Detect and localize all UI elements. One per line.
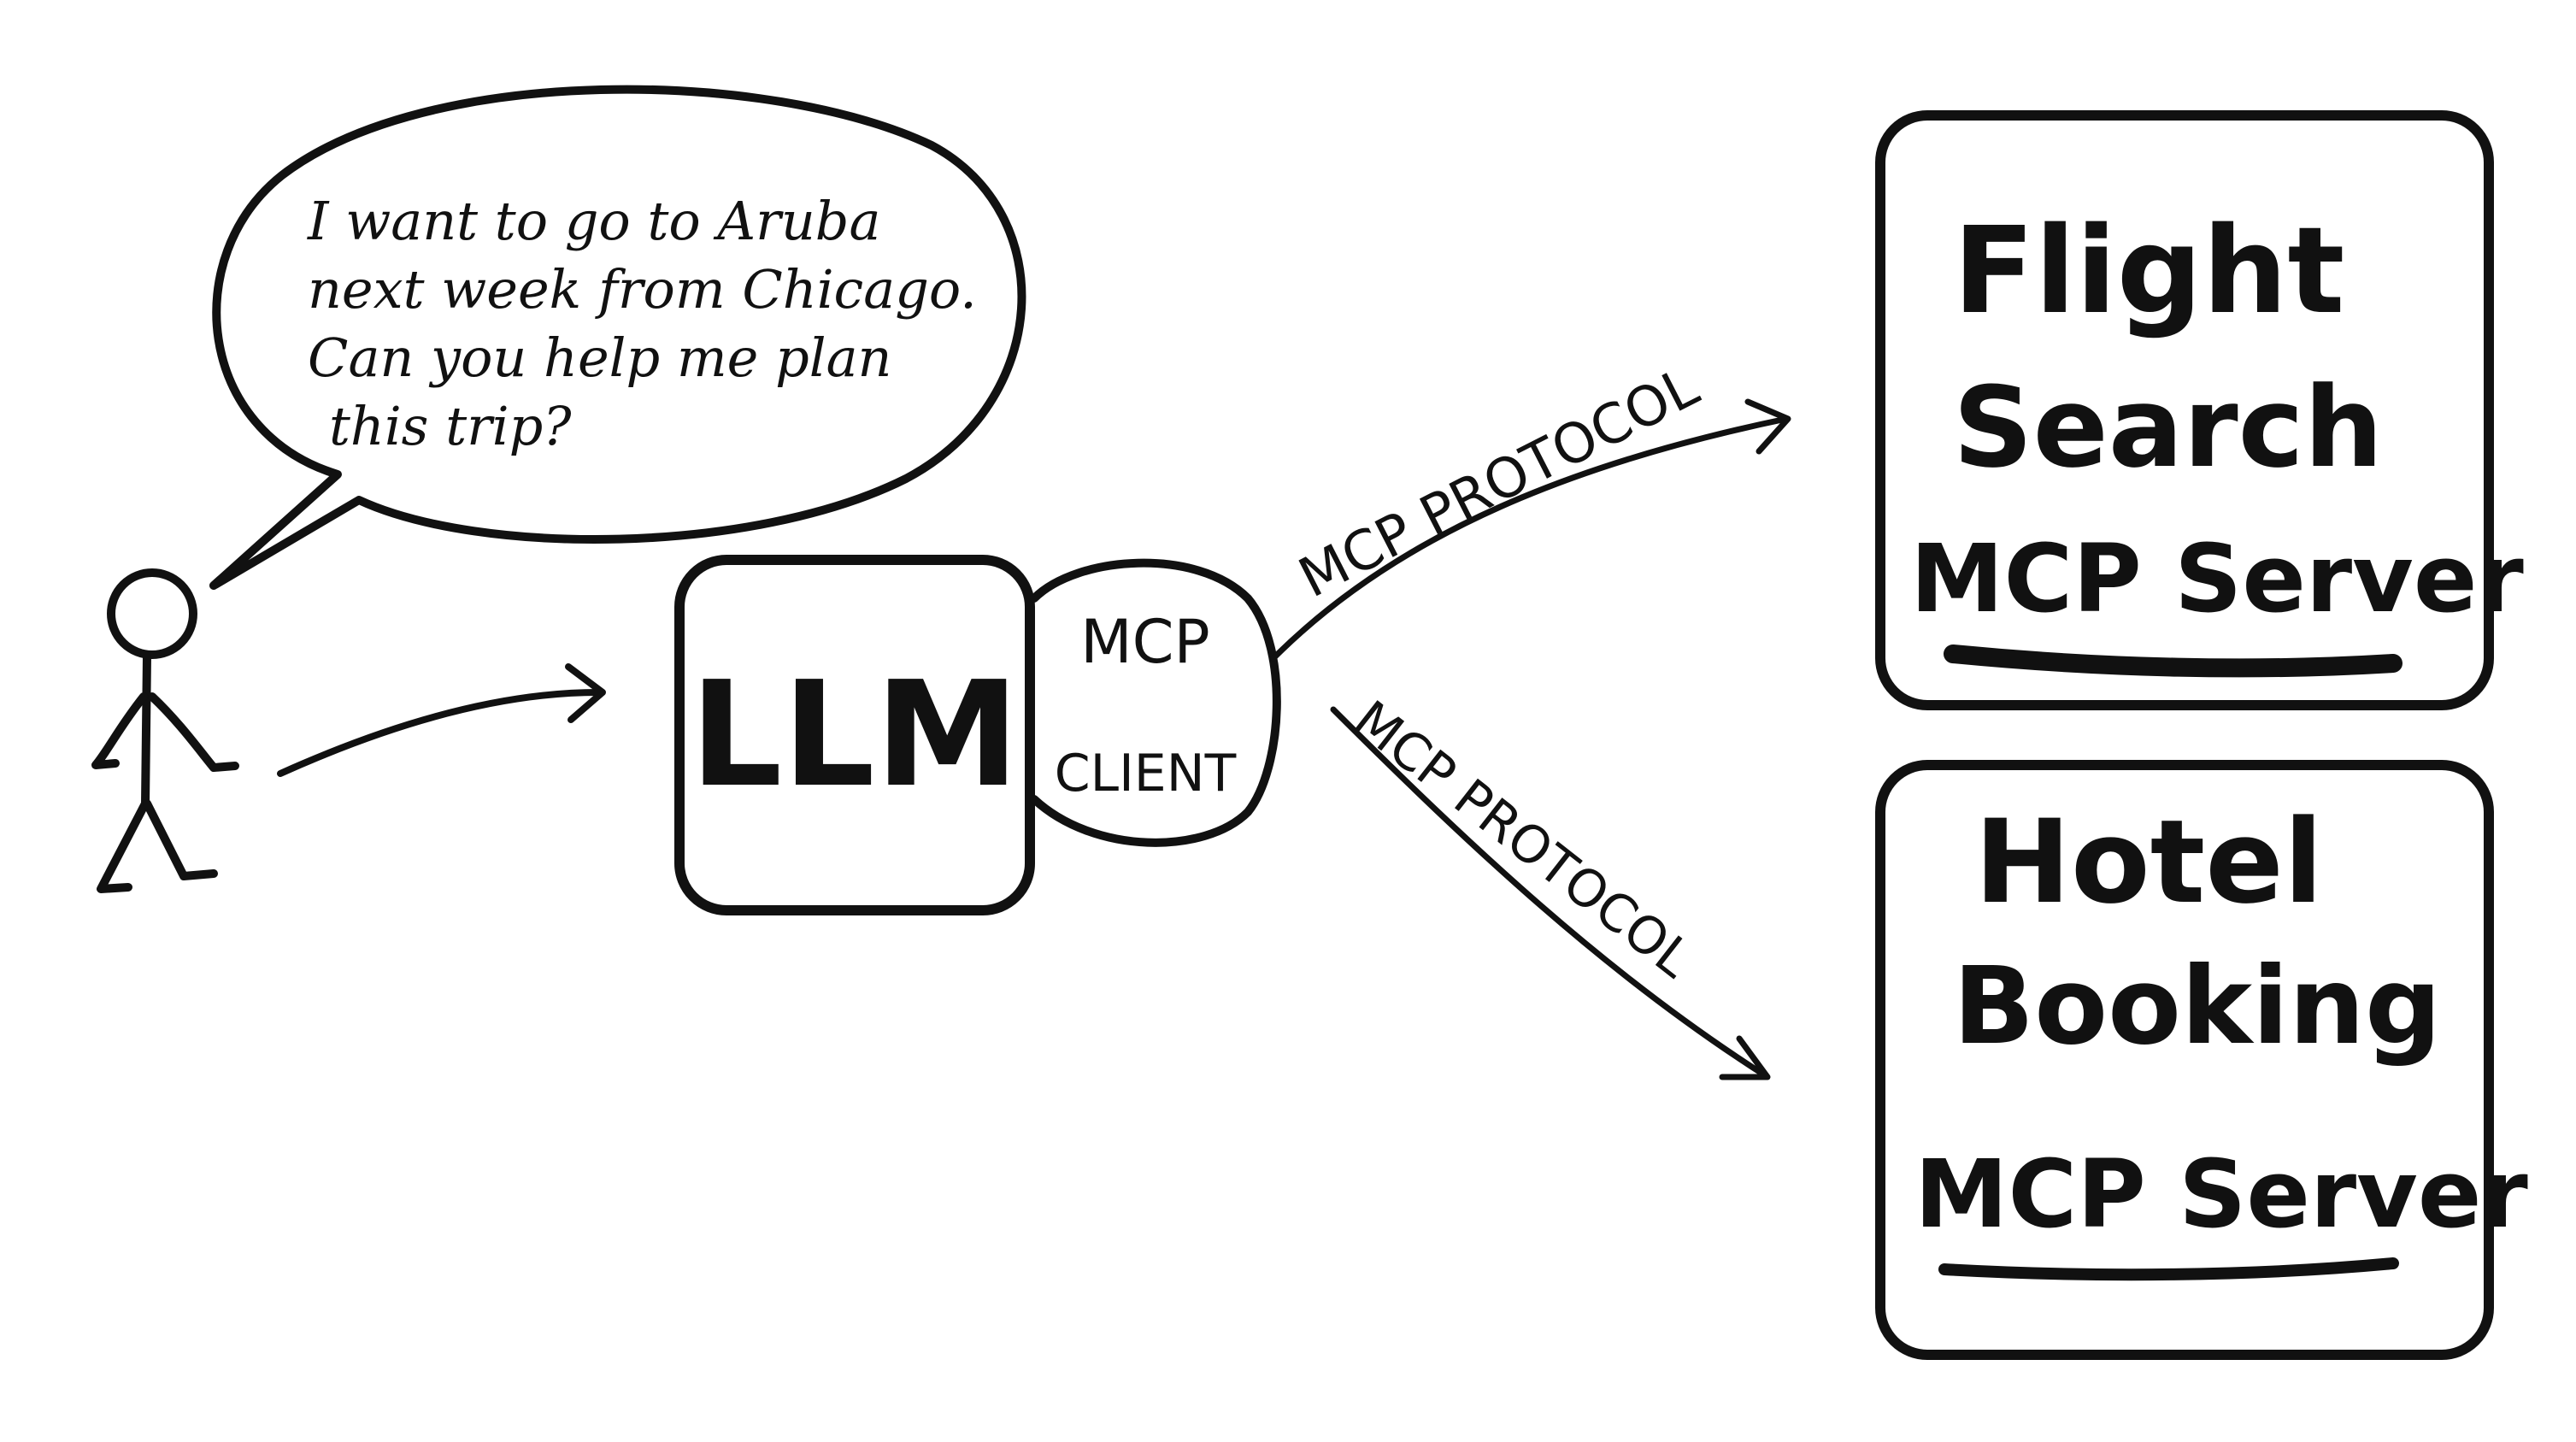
hotel-server-line-1: Hotel: [1974, 795, 2323, 929]
speech-bubble-outline: [209, 85, 1026, 590]
hotel-server-line-2: Booking: [1953, 945, 2441, 1068]
speech-bubble: I want to go to Aruba next week from Chi…: [209, 85, 1026, 590]
hotel-server-underline: [1938, 1257, 2399, 1281]
speech-line-2: next week from Chicago.: [308, 258, 977, 321]
arrow-protocol-top-line: [1270, 415, 1790, 662]
hotel-server-label: MCP Server: [1914, 1139, 2528, 1249]
llm-label: LLM: [690, 650, 1020, 820]
user-left-arm: [91, 692, 148, 769]
arrow-user-to-llm: [277, 663, 606, 777]
flight-server-line-1: Flight: [1953, 202, 2344, 341]
mcp-client-line-1: MCP: [1080, 607, 1209, 677]
mcp-client: MCP CLIENT: [1030, 558, 1281, 847]
flight-server-label: MCP Server: [1910, 524, 2524, 633]
mcp-client-outline: [1030, 558, 1281, 847]
user-right-arm: [148, 692, 239, 772]
user-head: [107, 568, 197, 659]
llm-box-outline: [674, 555, 1035, 915]
user-body: [141, 652, 151, 808]
mcp-client-line-2: CLIENT: [1055, 744, 1237, 803]
hotel-server-box: Hotel Booking MCP Server: [1875, 760, 2528, 1360]
user-stick-figure: [91, 568, 239, 893]
speech-line-3: Can you help me plan: [308, 327, 891, 389]
arrow-protocol-to-flight: MCP PROTOCOL: [1270, 356, 1791, 662]
protocol-top-label: MCP PROTOCOL: [1290, 356, 1709, 611]
arrow-protocol-top-head: [1744, 398, 1791, 455]
protocol-bottom-label: MCP PROTOCOL: [1343, 690, 1703, 990]
flight-server-underline: [1944, 644, 2403, 678]
arrow-protocol-to-hotel: MCP PROTOCOL: [1330, 690, 1771, 1080]
flight-server-outline: [1875, 110, 2494, 710]
arrow-user-to-llm-line: [277, 689, 602, 777]
arrow-protocol-bottom-head: [1719, 1035, 1771, 1080]
arrow-protocol-bottom-line: [1330, 706, 1768, 1079]
user-right-leg: [143, 799, 218, 880]
speech-line-1: I want to go to Aruba: [307, 190, 880, 252]
user-left-leg: [97, 799, 150, 893]
flight-server-line-2: Search: [1953, 362, 2383, 492]
llm-box: LLM: [674, 555, 1035, 915]
hotel-server-outline: [1875, 760, 2494, 1360]
arrow-user-to-llm-head: [565, 663, 606, 723]
flight-server-box: Flight Search MCP Server: [1875, 110, 2524, 710]
speech-line-4: this trip?: [329, 395, 572, 457]
